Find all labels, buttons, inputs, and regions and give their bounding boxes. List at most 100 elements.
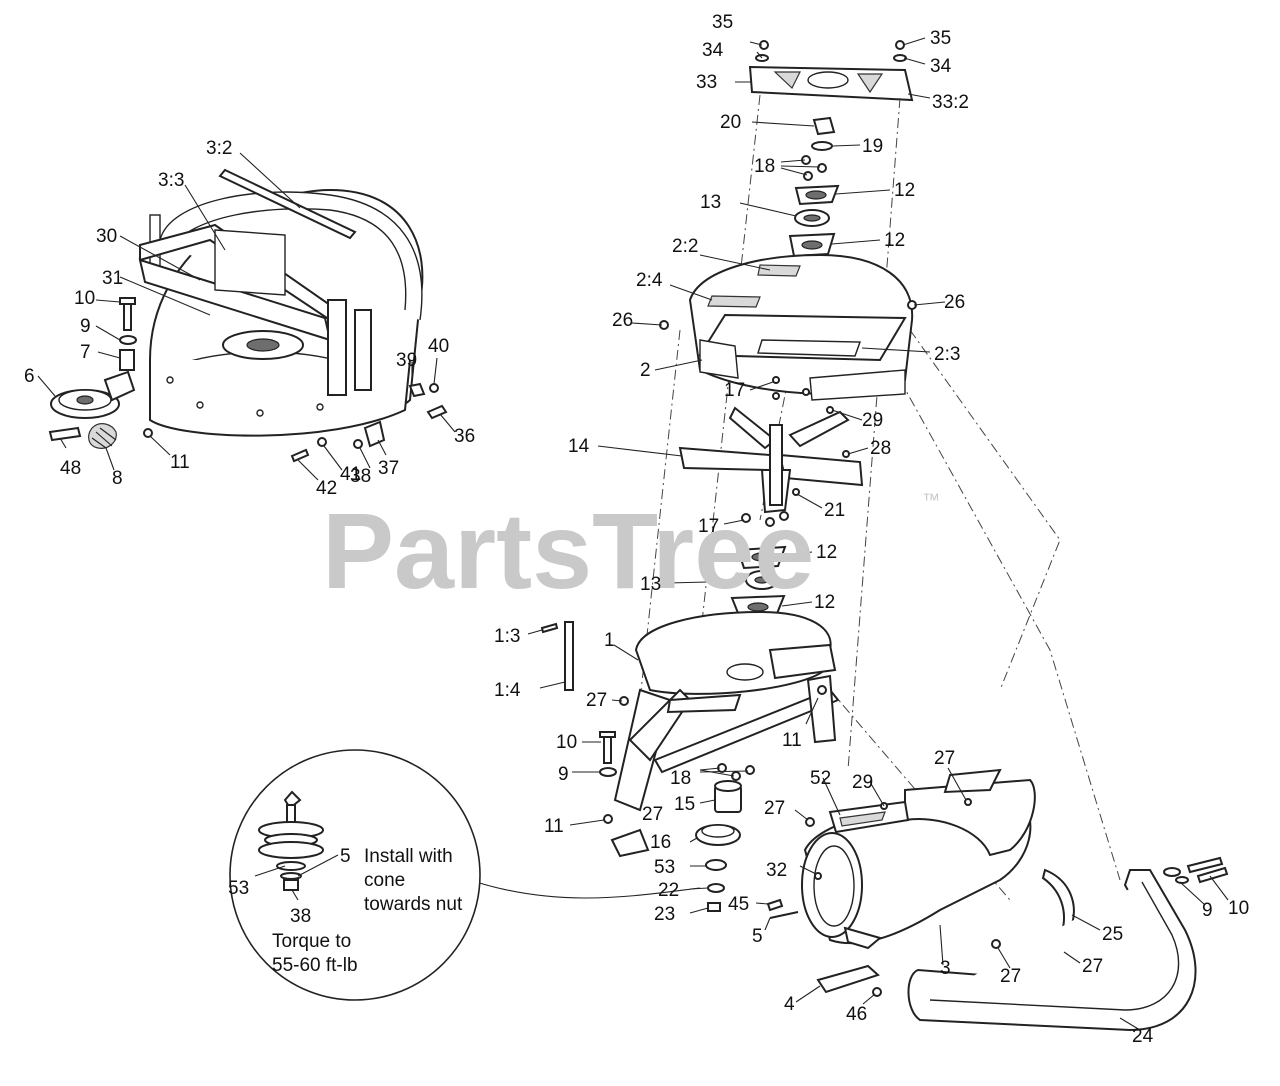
bolt-10 xyxy=(123,301,132,331)
install-note-line-3: towards nut xyxy=(364,894,463,915)
spring-pin-5 xyxy=(769,911,799,919)
bolt-42 xyxy=(290,448,310,463)
callout-52: 52 xyxy=(810,768,831,789)
detail-callout-53: 53 xyxy=(228,878,249,899)
blade-back xyxy=(728,406,777,450)
callout-35: 35 xyxy=(712,12,733,33)
frame-leg-right xyxy=(806,674,837,744)
callout-2-4: 2:4 xyxy=(636,270,663,291)
callout-16: 16 xyxy=(650,832,671,853)
leader xyxy=(689,837,709,914)
callout-10: 10 xyxy=(556,732,577,753)
leader xyxy=(699,767,749,804)
leader xyxy=(59,362,413,471)
left-hardware xyxy=(48,297,448,463)
torque-note-line-1: Torque to xyxy=(272,931,351,952)
callout-13: 13 xyxy=(700,192,721,213)
spring-coils xyxy=(91,427,117,449)
chute-guard-24 xyxy=(907,856,1229,1032)
nut-11b xyxy=(817,685,827,695)
bolt-10b xyxy=(603,734,612,764)
bolt-17a xyxy=(772,376,780,384)
leader xyxy=(297,445,343,481)
cover-plate-stack xyxy=(748,40,914,258)
bolt-17e xyxy=(765,517,775,527)
align-line xyxy=(639,329,681,701)
nut-18b xyxy=(817,163,827,173)
callout-2-2: 2:2 xyxy=(672,236,698,257)
nut-18f xyxy=(745,765,755,775)
install-note-line-2: cone xyxy=(364,870,405,891)
callout-3-3: 3:3 xyxy=(158,170,184,191)
callout-19: 19 xyxy=(862,136,883,157)
discharge-chute-3 xyxy=(766,768,1075,997)
callout-1: 1 xyxy=(604,630,615,651)
callout-12: 12 xyxy=(816,542,837,563)
pulley-16-groove xyxy=(701,824,735,838)
housing-pulley-hub xyxy=(246,338,280,352)
detail-pulley-bottom xyxy=(258,841,324,859)
nut-11 xyxy=(143,428,153,438)
callout-26: 26 xyxy=(612,310,633,331)
detail-callout-5: 5 xyxy=(340,846,351,867)
callout-39: 39 xyxy=(396,350,417,371)
callout-12: 12 xyxy=(814,592,835,613)
bolt-10c xyxy=(1186,856,1224,874)
leader xyxy=(735,41,763,83)
flange-12b-hole xyxy=(801,240,823,250)
nut-27e xyxy=(991,939,1001,949)
leader xyxy=(755,777,885,931)
torque-note-line-2: 55-60 ft-lb xyxy=(272,955,358,976)
pin-1-4 xyxy=(564,621,574,691)
callout-10: 10 xyxy=(74,288,95,309)
callout-4: 4 xyxy=(784,994,795,1015)
leader xyxy=(751,121,861,147)
callout-17: 17 xyxy=(724,380,745,401)
drive-pulley-stack xyxy=(695,763,755,912)
blade-right xyxy=(778,453,864,487)
watermark: PartsTree ™ xyxy=(322,490,940,611)
washer-22 xyxy=(707,883,725,893)
bolt-10-head xyxy=(119,297,136,305)
callout-14: 14 xyxy=(568,436,590,457)
frame-hub xyxy=(726,663,764,681)
callout-34: 34 xyxy=(702,40,724,61)
frame-crossbar xyxy=(653,688,840,774)
leader xyxy=(667,519,813,607)
bolt-dot xyxy=(196,401,204,409)
callout-27: 27 xyxy=(642,804,663,825)
chute-hood xyxy=(904,778,1036,857)
leader xyxy=(780,159,821,176)
leader-lines xyxy=(37,37,1229,1031)
washer-9b xyxy=(599,767,617,777)
callout-20: 20 xyxy=(720,112,741,133)
detail-leaders xyxy=(254,854,339,901)
leader xyxy=(631,254,946,326)
callout-42: 42 xyxy=(316,478,337,499)
callout-40: 40 xyxy=(428,336,449,357)
callout-9: 9 xyxy=(558,764,569,785)
key-21 xyxy=(792,488,800,496)
callout-31: 31 xyxy=(102,268,123,289)
guard-tube-edge xyxy=(929,881,1180,1011)
nut-11d xyxy=(603,814,613,824)
callout-26: 26 xyxy=(944,292,965,313)
callout-53: 53 xyxy=(654,857,675,878)
callout-3-2: 3:2 xyxy=(206,138,232,159)
watermark-text: PartsTree xyxy=(322,490,814,611)
nut-35b xyxy=(895,40,905,50)
bearing-13a-bore xyxy=(803,214,821,222)
callout-11: 11 xyxy=(544,816,564,837)
idler-pulley-hub xyxy=(76,395,94,405)
callout-9: 9 xyxy=(80,316,91,337)
bracket-37 xyxy=(363,420,386,448)
nut-18c xyxy=(803,171,813,181)
washer-9 xyxy=(119,335,137,345)
callout-1-3: 1:3 xyxy=(494,626,520,647)
spacer-7 xyxy=(119,349,135,371)
handle-4 xyxy=(816,964,880,994)
chute-outlet-inner xyxy=(813,845,855,927)
callout-33: 33 xyxy=(696,72,717,93)
leader xyxy=(569,697,819,826)
callout-13: 13 xyxy=(640,574,661,595)
